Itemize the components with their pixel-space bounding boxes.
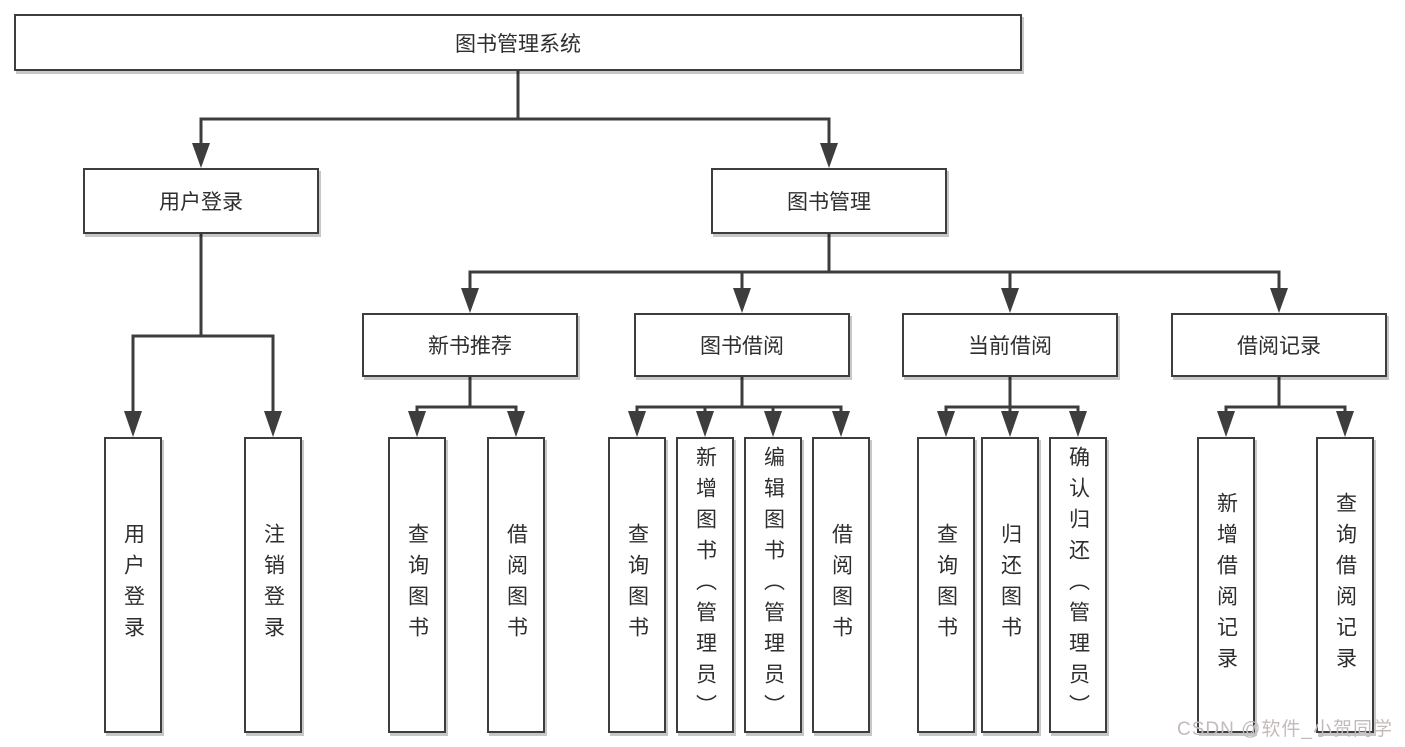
- node-new-book-recommend: 新书推荐: [362, 313, 578, 377]
- arrowhead-icon: [937, 411, 955, 437]
- node-user-login: 用户登录: [83, 168, 319, 234]
- connector-bookborrow-to-leaves: [628, 375, 850, 437]
- node-book-borrowing: 图书借阅: [634, 313, 850, 377]
- arrowhead-icon: [507, 411, 525, 437]
- connector-borrowrecords-to-leaves: [1217, 375, 1354, 437]
- node-book-management: 图书管理: [711, 168, 947, 234]
- leaf-recommend-borrow-books-label: 借阅图书: [504, 523, 528, 647]
- leaf-borrowing-borrow-books-label: 借阅图书: [829, 523, 853, 647]
- leaf-records-add-record: 新增借阅记录: [1197, 437, 1255, 733]
- leaf-logout-label: 注销登录: [261, 523, 285, 647]
- leaf-borrowing-query-books-label: 查询图书: [625, 523, 649, 647]
- leaf-user-login-label: 用户登录: [121, 523, 145, 647]
- node-current-borrowing: 当前借阅: [902, 313, 1118, 377]
- leaf-records-add-record-label: 新增借阅记录: [1214, 492, 1238, 678]
- connector-userlogin-to-leaves: [124, 232, 282, 437]
- node-user-login-label: 用户登录: [159, 191, 243, 214]
- arrowhead-icon: [764, 411, 782, 437]
- watermark-text: CSDN @软件_小贺同学: [1177, 719, 1393, 740]
- connector-root-to-level2: [192, 68, 838, 168]
- leaf-borrowing-add-books-label: 新增图书（管理员）: [693, 445, 717, 725]
- connector-line: [944, 375, 1080, 414]
- node-borrowing-records: 借阅记录: [1171, 313, 1387, 377]
- connector-line: [199, 68, 831, 147]
- arrowhead-icon: [1217, 411, 1235, 437]
- arrowhead-icon: [461, 288, 479, 313]
- arrowhead-icon: [264, 411, 282, 437]
- leaf-current-confirm-return: 确认归还（管理员）: [1049, 437, 1107, 733]
- leaf-current-confirm-return-label: 确认归还（管理员）: [1066, 445, 1090, 725]
- node-new-book-recommend-label: 新书推荐: [428, 335, 512, 358]
- connector-line: [635, 375, 843, 414]
- arrowhead-icon: [628, 411, 646, 437]
- leaf-records-query-record-label: 查询借阅记录: [1333, 492, 1357, 678]
- arrowhead-icon: [832, 411, 850, 437]
- arrowhead-icon: [820, 143, 838, 168]
- connector-bookmgmt-to-level3: [461, 232, 1288, 313]
- arrowhead-icon: [1069, 411, 1087, 437]
- leaf-borrowing-add-books: 新增图书（管理员）: [676, 437, 734, 733]
- arrowhead-icon: [1270, 288, 1288, 313]
- node-root: 图书管理系统: [14, 14, 1022, 71]
- arrowhead-icon: [1001, 288, 1019, 313]
- connector-line: [1224, 375, 1347, 414]
- node-book-borrowing-label: 图书借阅: [700, 335, 784, 358]
- arrowhead-icon: [696, 411, 714, 437]
- arrowhead-icon: [408, 411, 426, 437]
- leaf-user-login: 用户登录: [104, 437, 162, 733]
- node-root-label: 图书管理系统: [455, 32, 581, 56]
- arrowhead-icon: [733, 288, 751, 313]
- leaf-logout: 注销登录: [244, 437, 302, 733]
- node-current-borrowing-label: 当前借阅: [968, 335, 1052, 358]
- leaf-recommend-query-books: 查询图书: [388, 437, 446, 733]
- leaf-current-return-books: 归还图书: [981, 437, 1039, 733]
- connector-line: [468, 232, 1281, 292]
- leaf-recommend-borrow-books: 借阅图书: [487, 437, 545, 733]
- arrowhead-icon: [1001, 411, 1019, 437]
- leaf-borrowing-borrow-books: 借阅图书: [812, 437, 870, 733]
- connector-line: [131, 232, 275, 413]
- leaf-recommend-query-books-label: 查询图书: [405, 523, 429, 647]
- node-book-management-label: 图书管理: [787, 191, 871, 214]
- leaf-borrowing-edit-books: 编辑图书（管理员）: [744, 437, 802, 733]
- leaf-current-query-books-label: 查询图书: [934, 523, 958, 647]
- arrowhead-icon: [192, 143, 210, 168]
- connector-line: [415, 375, 518, 414]
- connector-currentborrow-to-leaves: [937, 375, 1087, 437]
- node-borrowing-records-label: 借阅记录: [1237, 335, 1321, 358]
- leaf-current-return-books-label: 归还图书: [998, 523, 1022, 647]
- arrowhead-icon: [1336, 411, 1354, 437]
- arrowhead-icon: [124, 411, 142, 437]
- leaf-borrowing-query-books: 查询图书: [608, 437, 666, 733]
- leaf-borrowing-edit-books-label: 编辑图书（管理员）: [761, 445, 785, 725]
- leaf-current-query-books: 查询图书: [917, 437, 975, 733]
- connector-newbookrec-to-leaves: [408, 375, 525, 437]
- leaf-records-query-record: 查询借阅记录: [1316, 437, 1374, 733]
